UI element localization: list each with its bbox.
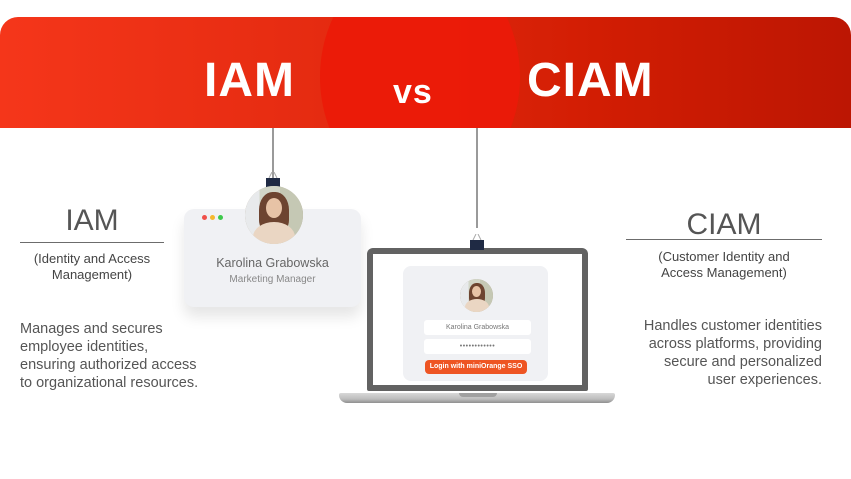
login-avatar-photo bbox=[460, 279, 493, 312]
iam-description-line: employee identities, bbox=[20, 339, 149, 355]
iam-description-line: to organizational resources. bbox=[20, 375, 199, 391]
header-banner: IAM vs CIAM bbox=[0, 17, 851, 128]
laptop-base bbox=[339, 393, 615, 403]
ciam-divider bbox=[626, 239, 822, 240]
password-field[interactable]: •••••••••••• bbox=[424, 339, 531, 354]
iam-description-line: Manages and secures bbox=[20, 321, 163, 337]
binder-clip-icon bbox=[266, 172, 280, 188]
maximize-dot-icon bbox=[218, 215, 223, 220]
iam-subtitle: (Identity and Access Management) bbox=[20, 251, 164, 283]
iam-subtitle-line-2: Management) bbox=[51, 267, 133, 282]
username-field[interactable]: Karolina Grabowska bbox=[424, 320, 531, 335]
binder-clip-icon bbox=[470, 234, 484, 250]
profile-role: Marketing Manager bbox=[229, 274, 316, 285]
banner-ciam-title: CIAM bbox=[527, 54, 654, 107]
close-dot-icon bbox=[202, 215, 207, 220]
profile-name: Karolina Grabowska bbox=[216, 256, 329, 270]
iam-heading: IAM bbox=[65, 204, 119, 237]
minimize-dot-icon bbox=[210, 215, 215, 220]
laptop-notch bbox=[459, 393, 497, 397]
sso-login-button[interactable]: Login with miniOrange SSO bbox=[425, 360, 527, 374]
profile-avatar-photo bbox=[245, 186, 303, 244]
banner-center-glow bbox=[320, 17, 520, 128]
card-hanging-string bbox=[272, 128, 274, 180]
iam-divider bbox=[20, 242, 164, 243]
ciam-description-line: secure and personalized bbox=[664, 354, 822, 370]
iam-description-line: ensuring authorized access bbox=[20, 357, 197, 373]
banner-iam-title: IAM bbox=[204, 54, 295, 107]
ciam-description: Handles customer identities across platf… bbox=[600, 317, 822, 389]
laptop-hanging-string bbox=[476, 128, 478, 228]
ciam-description-line: across platforms, providing bbox=[648, 336, 822, 352]
window-dots bbox=[202, 215, 223, 220]
ciam-description-line: Handles customer identities bbox=[643, 318, 822, 334]
ciam-subtitle: (Customer Identity and Access Management… bbox=[626, 249, 822, 281]
ciam-heading: CIAM bbox=[686, 208, 762, 241]
iam-description: Manages and secures employee identities,… bbox=[20, 320, 220, 392]
ciam-subtitle-line-1: (Customer Identity and bbox=[658, 249, 790, 264]
ciam-description-line: user experiences. bbox=[707, 372, 822, 388]
iam-subtitle-line-1: (Identity and Access bbox=[33, 251, 151, 266]
ciam-subtitle-line-2: Access Management) bbox=[661, 265, 787, 280]
banner-vs-label: vs bbox=[393, 73, 433, 111]
